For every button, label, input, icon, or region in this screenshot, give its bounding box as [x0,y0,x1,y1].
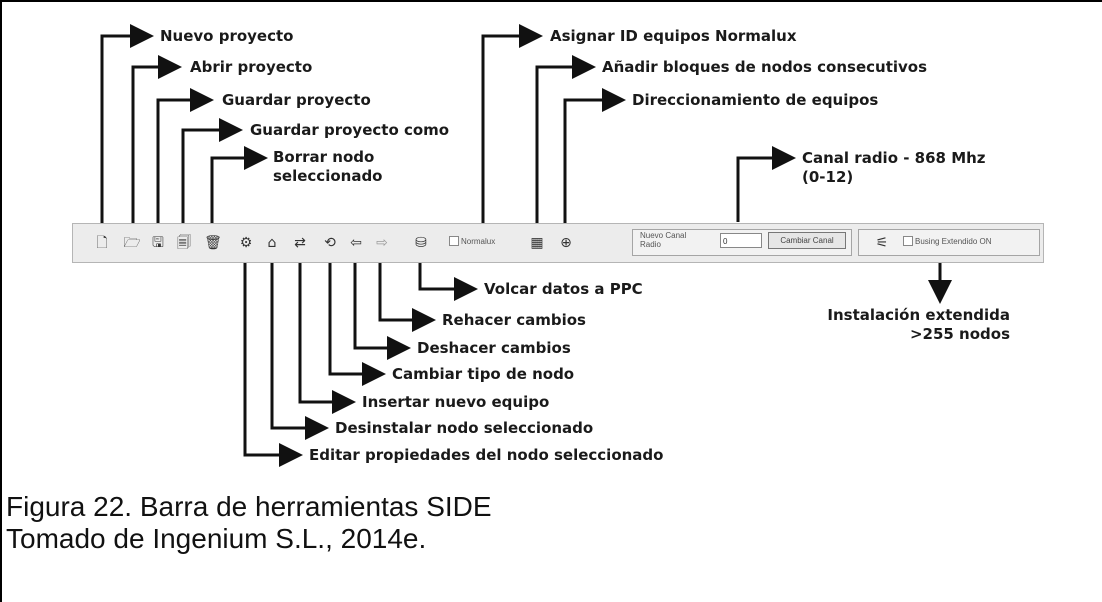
export-ppc-icon[interactable]: ⛁ [415,235,427,251]
label-canal-radio: Canal radio - 868 Mhz (0-12) [802,149,986,186]
label-cambiar-tipo: Cambiar tipo de nodo [392,365,575,383]
label-volcar-datos: Volcar datos a PPC [484,280,643,298]
label-guardar-proyecto: Guardar proyecto [222,91,371,109]
arrow-desinstalar [270,256,329,440]
channel-label: Nuevo Canal Radio [640,231,687,249]
normalux-check-label: Normalux [461,237,496,246]
arrow-guardar-como [181,118,243,232]
channel-input[interactable]: 0 [720,233,762,248]
label-nuevo-proyecto: Nuevo proyecto [160,27,294,45]
save-icon[interactable]: 🖫 [152,235,164,251]
label-instalacion-extendida: Instalación extendida >255 nodos [827,306,1010,343]
delete-icon[interactable]: 🗑 [204,235,222,251]
callout-arrows [100,24,952,467]
arrow-guardar [156,88,214,232]
arrow-insertar [298,256,356,414]
label-rehacer: Rehacer cambios [442,311,586,329]
extended-group [858,229,1040,256]
arrow-borrar [210,146,268,232]
arrow-volcar [418,256,478,301]
edit-properties-icon[interactable]: ⚙ [239,235,253,251]
save-as-icon[interactable]: 🗐 [177,235,191,251]
change-node-type-icon[interactable]: ⟲ [324,235,336,251]
arrow-deshacer [353,256,411,360]
label-borrar-nodo: Borrar nodo seleccionado [273,148,383,185]
arrow-anadir [535,55,596,232]
open-folder-icon[interactable]: 🗁 [123,235,141,251]
label-abrir-proyecto: Abrir proyecto [190,58,313,76]
insert-equipment-icon[interactable]: ⇄ [294,235,306,251]
redo-icon[interactable]: ⇨ [376,235,388,251]
normalux-checkbox[interactable] [449,236,459,246]
change-channel-button[interactable]: Cambiar Canal [768,232,846,249]
label-anadir-bloques: Añadir bloques de nodos consecutivos [602,58,928,76]
arrow-direccionamiento [563,88,626,232]
addressing-icon[interactable]: ⊕ [560,235,572,251]
arrow-asignar [481,24,543,232]
extended-label: Busing Extendido ON [915,237,992,246]
arrow-abrir [131,55,182,232]
uninstall-node-icon[interactable]: ⌂ [267,235,277,251]
label-asignar-id: Asignar ID equipos Normalux [550,27,797,45]
new-file-icon[interactable]: 🗋 [96,235,108,251]
arrow-rehacer [378,256,436,332]
label-desinstalar-nodo: Desinstalar nodo seleccionado [335,419,594,437]
arrow-cambiar-tipo [328,256,386,386]
extended-install-icon[interactable]: ⚟ [875,235,889,251]
undo-icon[interactable]: ⇦ [350,235,362,251]
label-direccionamiento: Direccionamiento de equipos [632,91,879,109]
label-insertar-equipo: Insertar nuevo equipo [362,393,550,411]
arrow-canal [736,146,796,222]
arrow-nuevo [100,24,154,232]
extended-checkbox[interactable] [903,236,913,246]
label-deshacer: Deshacer cambios [417,339,571,357]
arrow-editar [243,256,303,467]
figure-caption-source: Tomado de Ingenium S.L., 2014e. [6,523,427,554]
label-guardar-proyecto-como: Guardar proyecto como [250,121,450,139]
label-editar-propiedades: Editar propiedades del nodo seleccionado [309,446,664,464]
add-blocks-icon[interactable]: ▦ [530,235,544,251]
figure-caption-title: Figura 22. Barra de herramientas SIDE [6,491,492,522]
